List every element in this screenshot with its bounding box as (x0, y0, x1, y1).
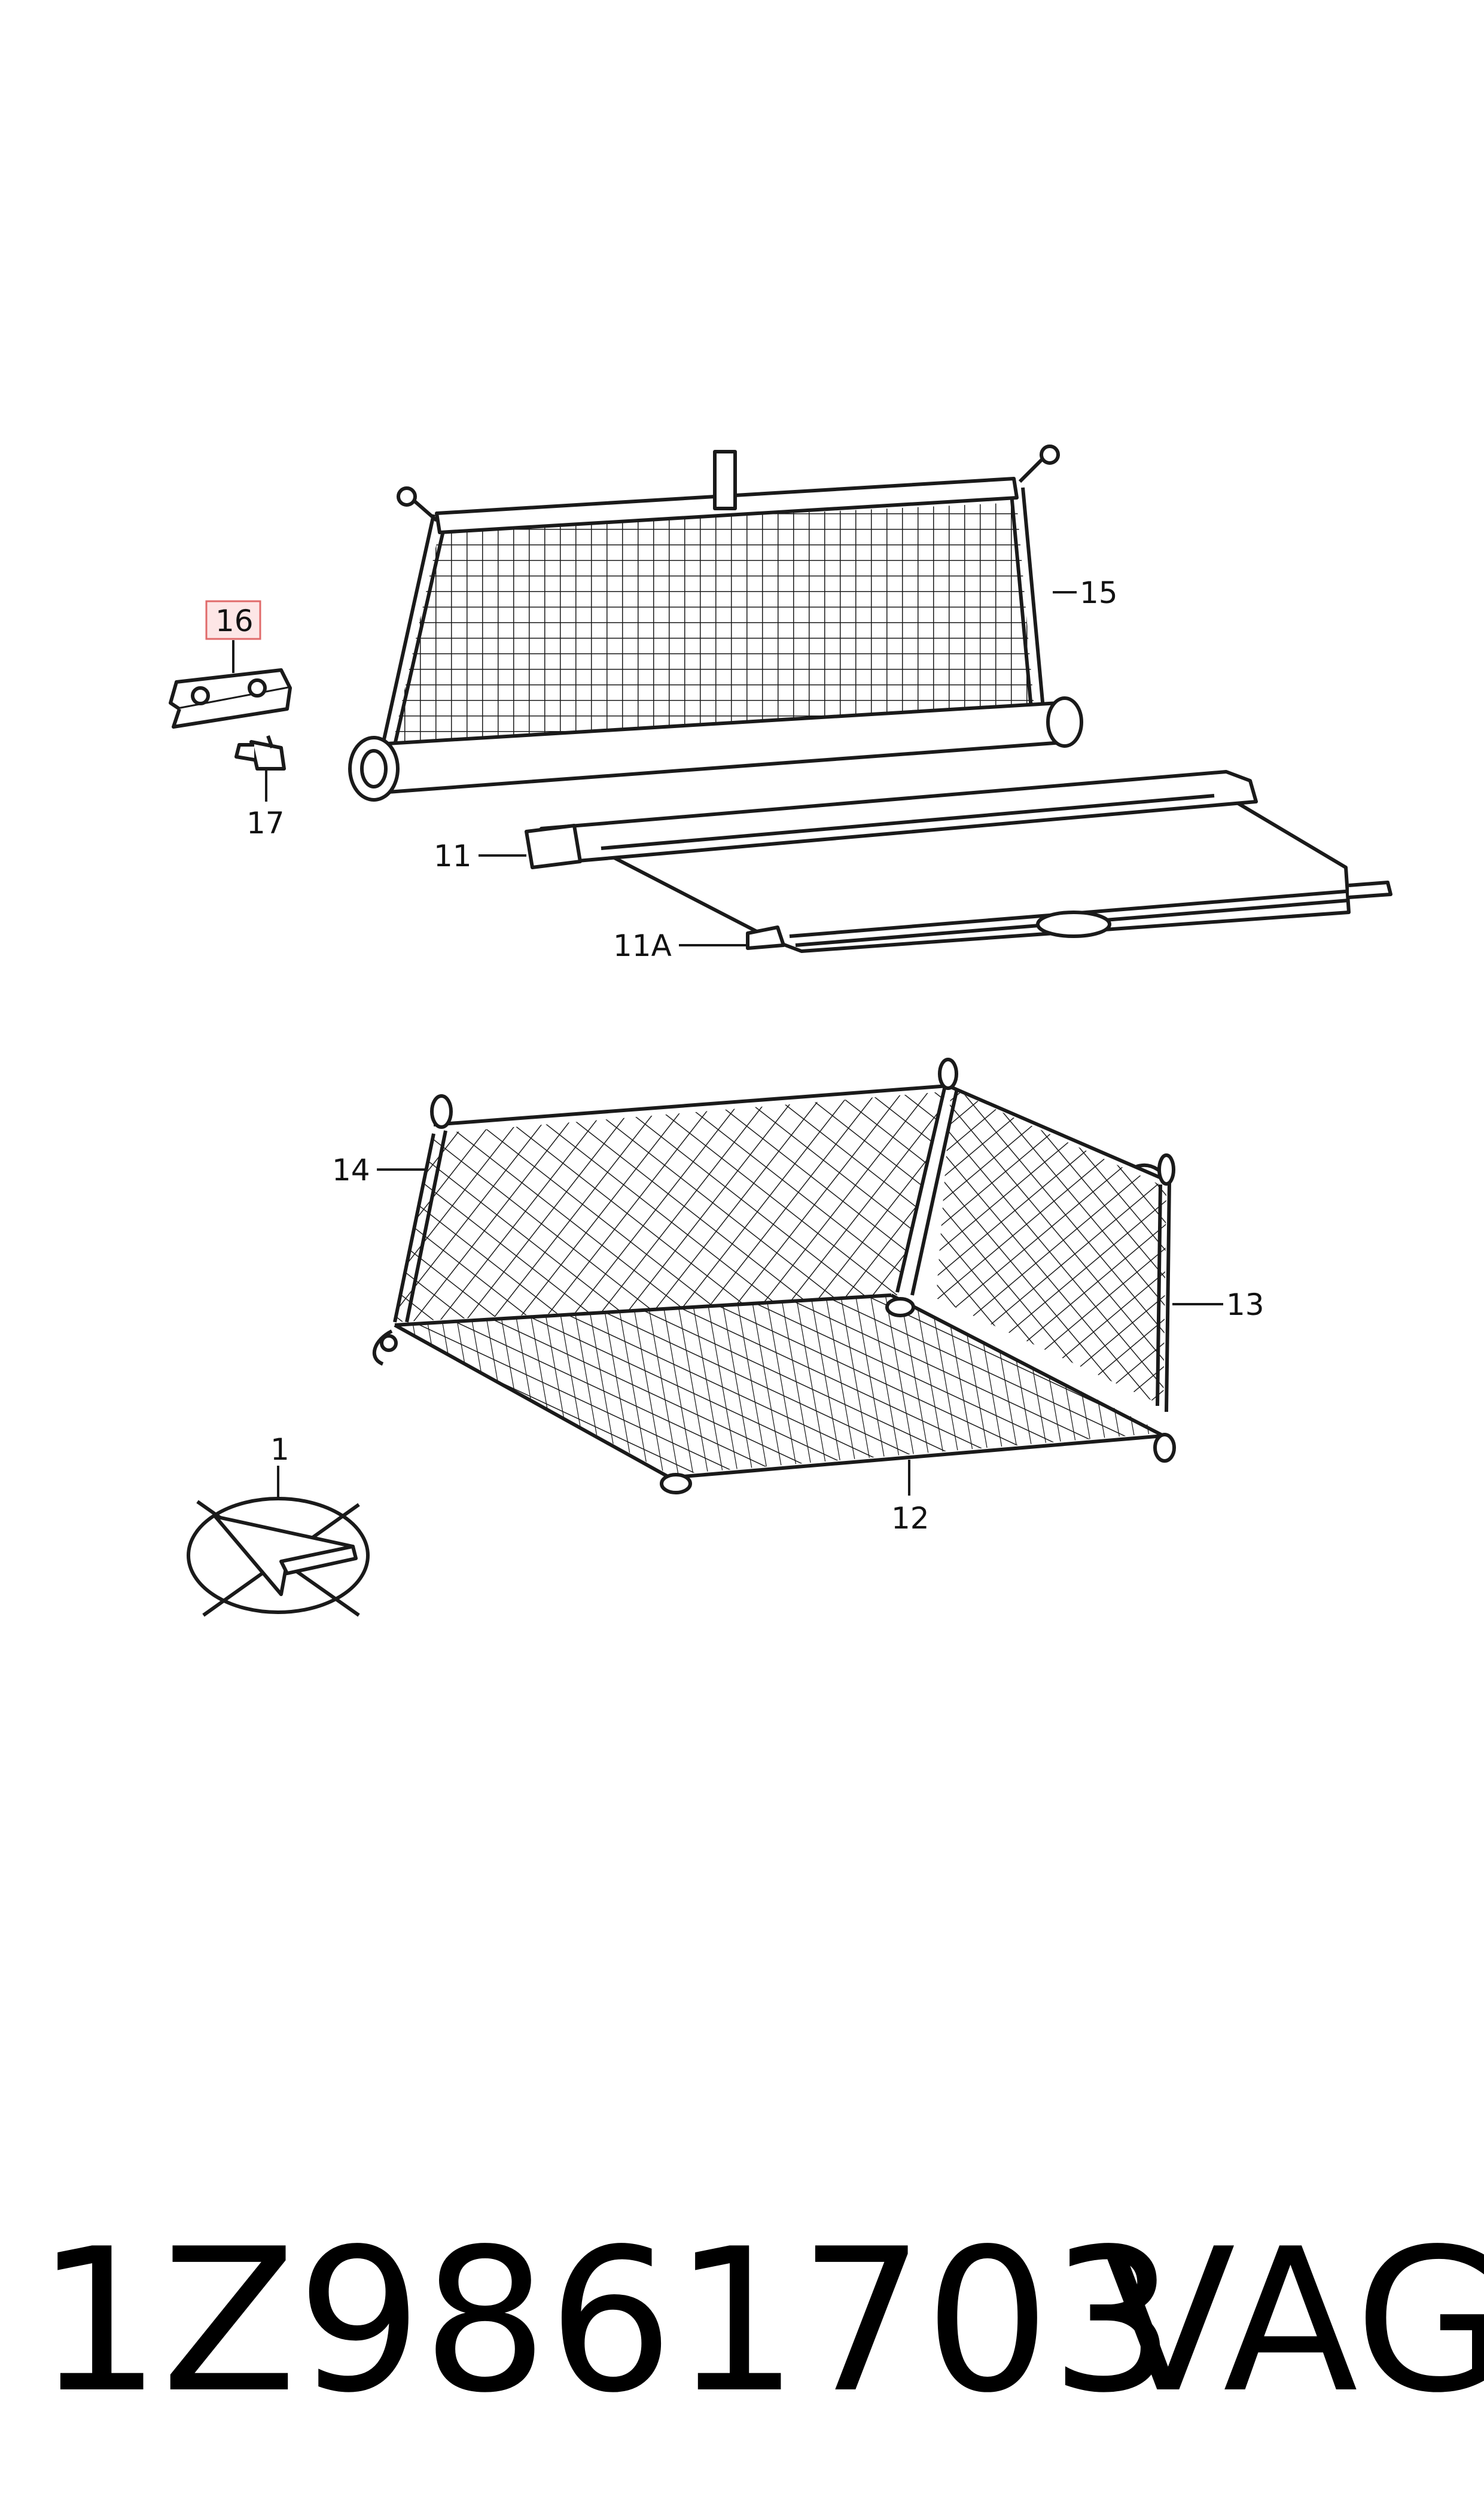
part-number: 1Z9861703 (36, 2206, 1176, 2436)
luggage-cover-part-11 (525, 770, 1392, 953)
leader-lines (232, 591, 1223, 1499)
callout-11: 11 (434, 839, 472, 873)
callout-1: 1 (270, 1432, 290, 1467)
callout-15: 15 (1080, 576, 1118, 610)
bolt-part-17 (234, 735, 286, 771)
brand-name: VAG (1101, 2206, 1484, 2436)
callout-14: 14 (332, 1153, 370, 1188)
partition-net-part-15 (348, 444, 1083, 802)
callout-17: 17 (246, 806, 285, 841)
bracket-part-16 (169, 668, 292, 729)
cargo-net-parts-12-13-14 (372, 1058, 1176, 1494)
symbol-part-1 (187, 1497, 370, 1617)
callout-11a: 11A (613, 928, 672, 963)
callout-13: 13 (1226, 1287, 1264, 1322)
callout-16: 16 (215, 604, 254, 638)
callout-12: 12 (891, 1501, 930, 1536)
highlight-box-16 (205, 600, 261, 640)
